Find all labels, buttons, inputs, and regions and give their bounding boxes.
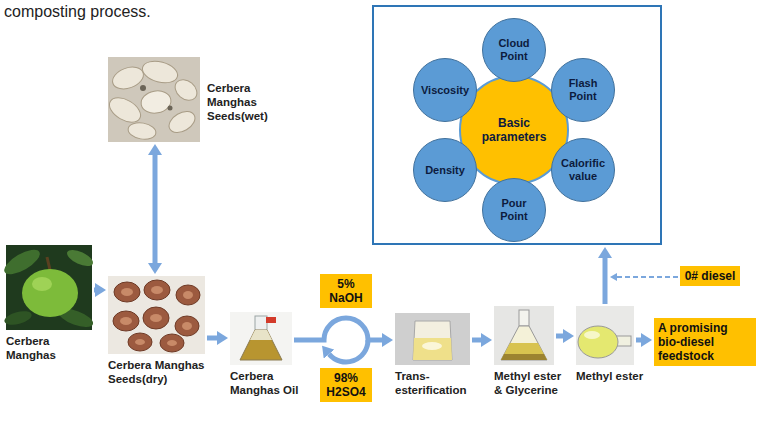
photo-caption: Cerbera Manghas Oil <box>230 369 316 397</box>
photo-frame: Methyl ester & Glycerine <box>494 306 554 365</box>
page-note: composting process. <box>4 2 151 21</box>
photo-caption: Methyl ester <box>576 369 650 383</box>
methyl-ester-photo <box>576 306 634 365</box>
photo-frame: Cerbera Manghas Seeds(dry) <box>108 276 205 354</box>
parameter-circle: Cloud Point <box>482 18 546 82</box>
flow-arrow <box>636 338 641 343</box>
flow-arrow <box>472 338 481 343</box>
parameter-circle: Calorific value <box>551 138 615 202</box>
transesterification-photo <box>395 313 470 365</box>
photo-caption: Trans-esterification <box>395 369 485 397</box>
parameter-circle: Density <box>413 138 477 202</box>
parameter-label: Calorific value <box>556 157 610 183</box>
cycle-arrow <box>329 340 368 362</box>
photo-frame: Cerbera Manghas <box>6 245 92 330</box>
flow-arrow <box>153 155 158 263</box>
flow-arrow <box>294 318 382 340</box>
reagent-box: 98% H2SO4 <box>320 368 372 402</box>
photo-caption: Cerbera Manghas <box>6 334 86 362</box>
photo-frame: Cerbera Manghas Oil <box>230 312 292 365</box>
dry-seeds-photo <box>108 276 205 354</box>
parameter-label: Flash Point <box>556 77 610 103</box>
fruit-photo <box>1 245 96 331</box>
parameter-circle: Pour Point <box>482 178 546 242</box>
parameter-circle: Flash Point <box>551 58 615 122</box>
oil-flask-photo <box>230 312 292 365</box>
flow-arrow <box>94 288 95 293</box>
reagent-box: 5% NaOH <box>320 274 372 308</box>
box-label: 0# diesel <box>685 269 736 283</box>
parameter-label: Density <box>425 164 465 177</box>
parameter-label: Pour Point <box>487 197 541 223</box>
flow-arrow <box>207 336 217 341</box>
flow-arrow <box>603 258 608 304</box>
photo-caption: Methyl ester & Glycerine <box>494 369 569 397</box>
photo-frame: Methyl ester <box>576 306 634 365</box>
box-label: 98% H2SO4 <box>324 371 368 399</box>
dashed-arrow <box>617 276 678 278</box>
parameter-label: Viscosity <box>421 84 469 97</box>
box-label: A promising bio-diesel feedstock <box>658 321 752 363</box>
parameter-circle: Viscosity <box>413 58 477 122</box>
center-label: Basic parameters <box>474 116 554 144</box>
ester-glycerine-photo <box>494 306 554 365</box>
parameter-label: Cloud Point <box>487 37 541 63</box>
photo-frame: Cerbera Manghas Seeds(wet) <box>108 57 200 142</box>
result-box: A promising bio-diesel feedstock <box>654 318 756 366</box>
photo-frame: Trans-esterification <box>395 313 470 365</box>
photo-caption: Cerbera Manghas Seeds(wet) <box>207 81 279 123</box>
flow-arrow <box>556 334 563 339</box>
diesel-box: 0# diesel <box>680 266 740 286</box>
wet-seeds-photo <box>105 57 201 142</box>
parameter-panel: Cloud PointViscosity Flash PointBasic par… <box>372 5 662 245</box>
photo-caption: Cerbera Manghas Seeds(dry) <box>108 358 208 386</box>
box-label: 5% NaOH <box>324 277 368 305</box>
